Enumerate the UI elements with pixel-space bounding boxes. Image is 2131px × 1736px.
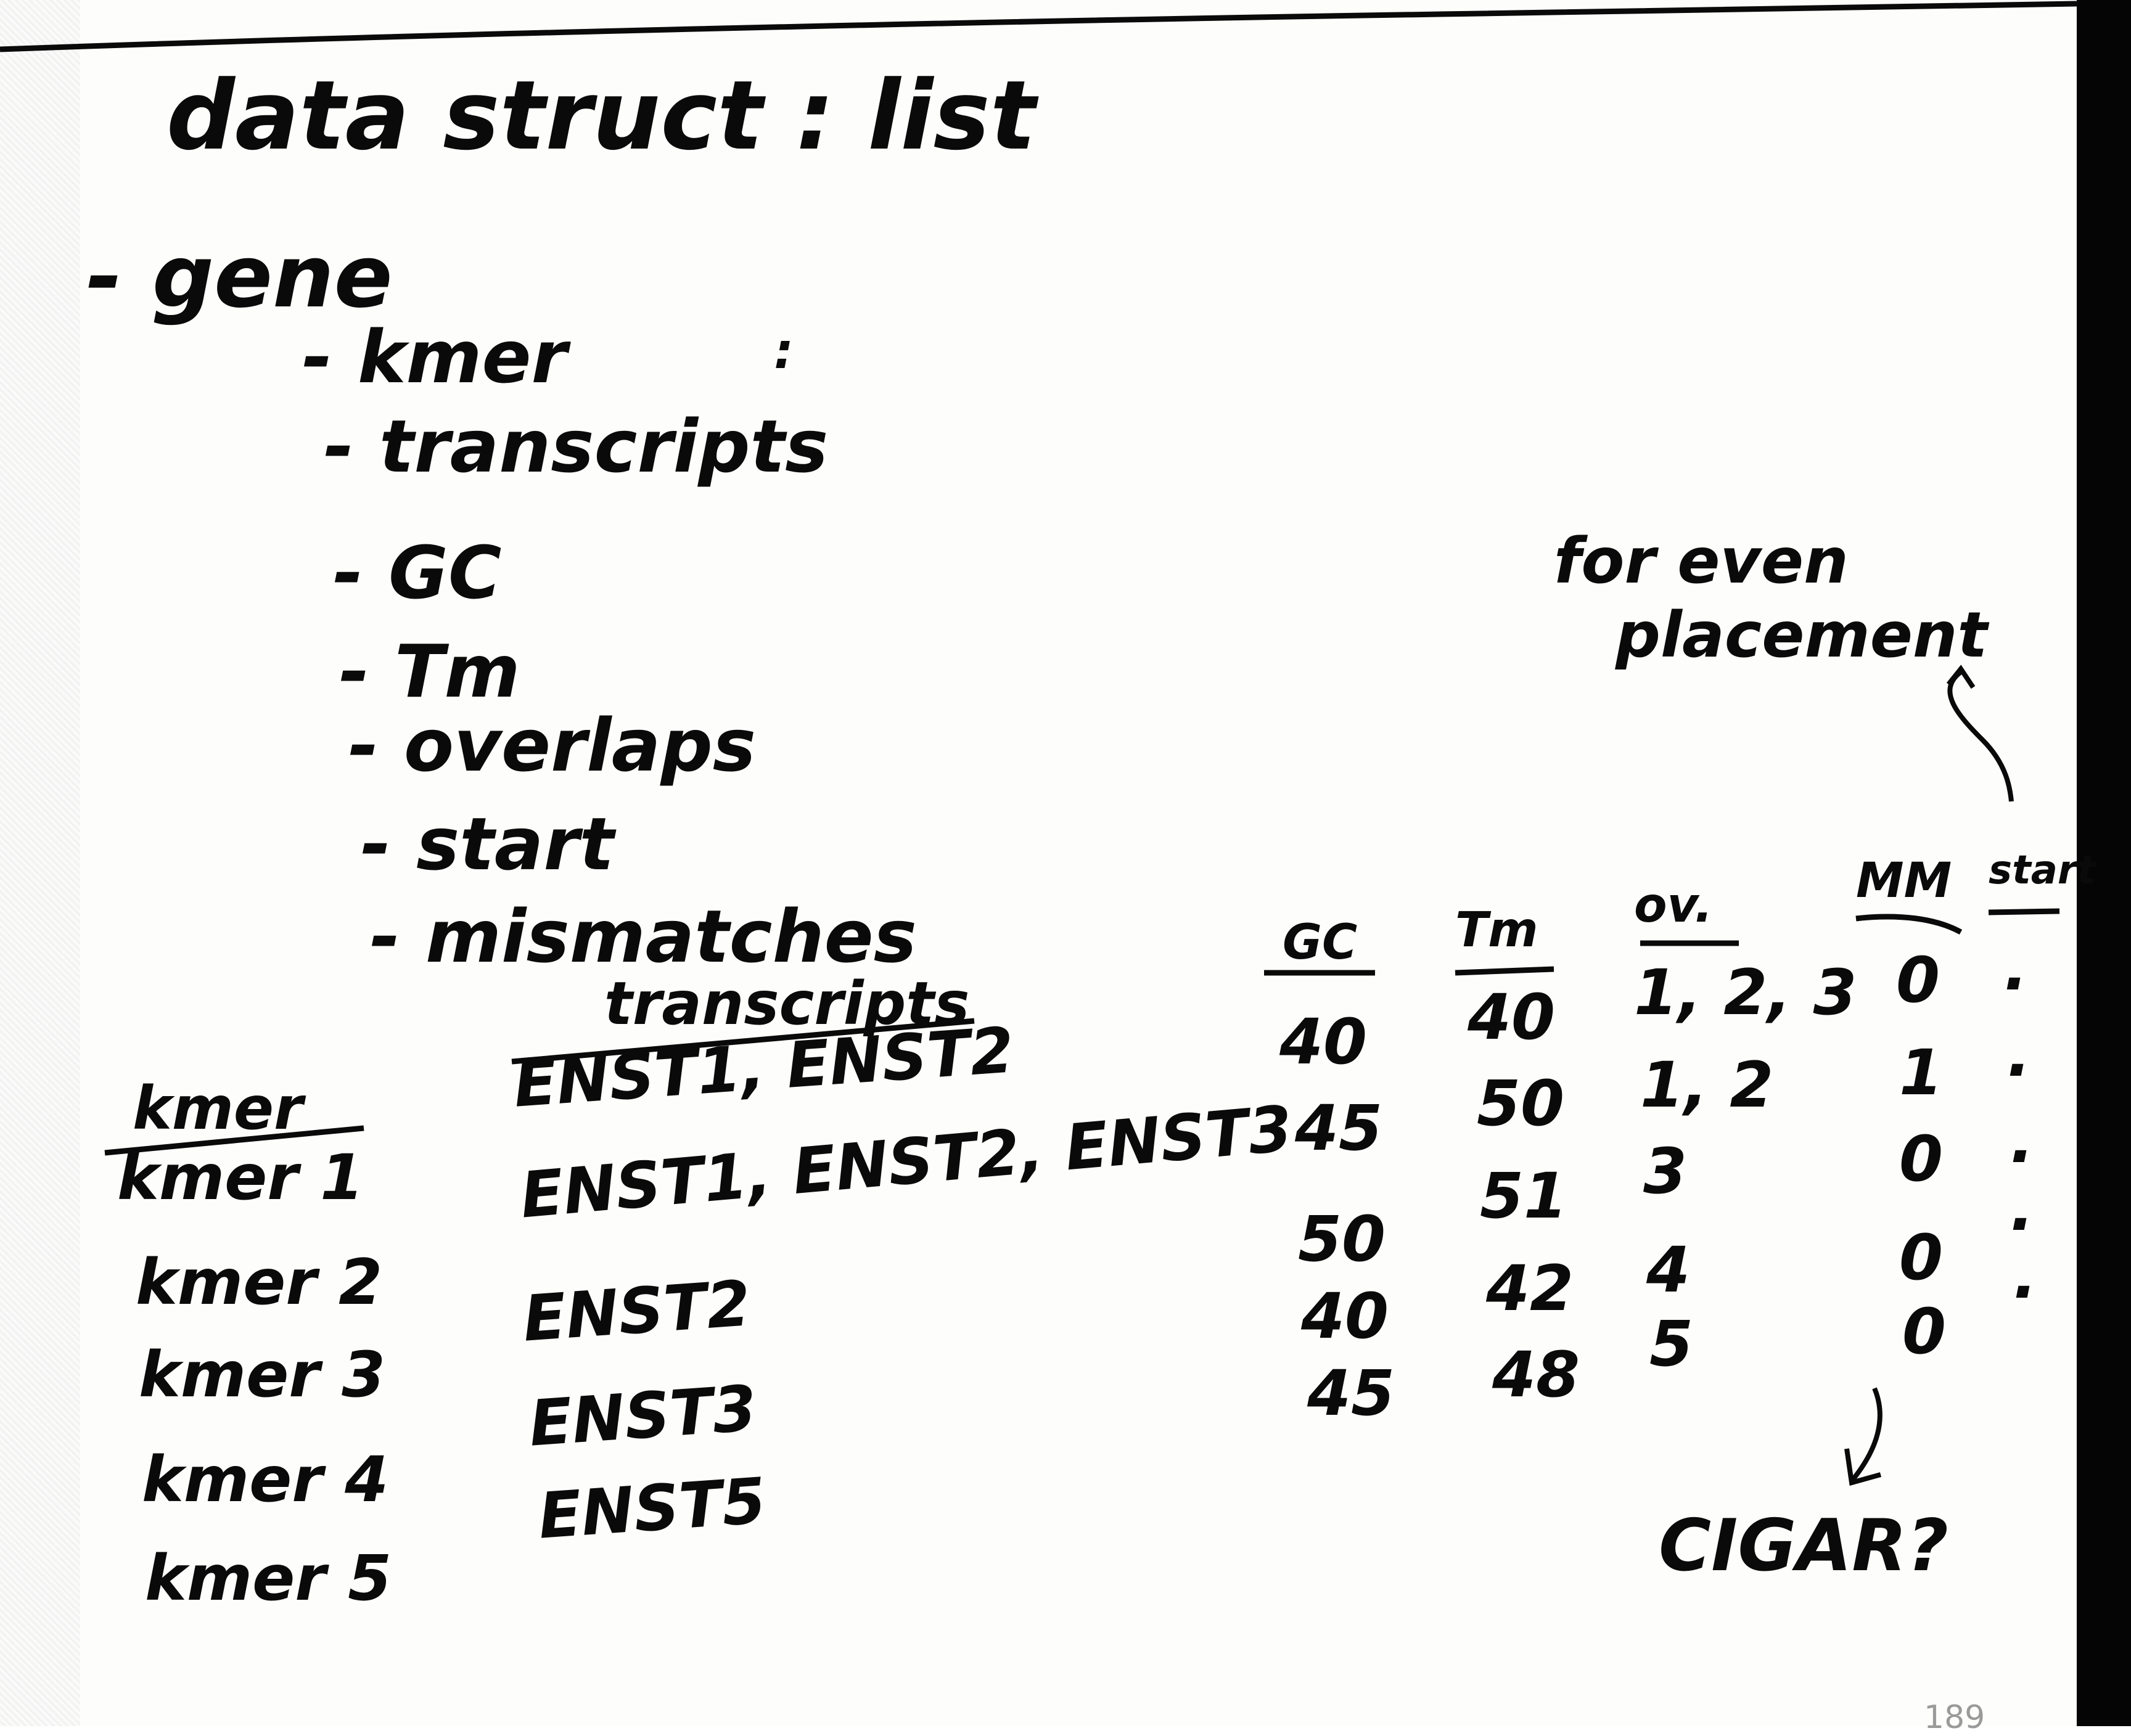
scan-noise-edge: [0, 0, 80, 1726]
mm-cell: 0: [1896, 944, 1940, 1017]
transcripts-cell: ENST3: [527, 1372, 759, 1461]
mm-cell: 0: [1899, 1123, 1943, 1196]
header-mm: MM: [1856, 853, 1952, 909]
outline-item-gc: - GC: [333, 530, 502, 615]
outline-gene: - gene: [86, 227, 393, 327]
header-transcripts: transcripts: [604, 969, 970, 1038]
header-start: start: [1989, 848, 2096, 893]
even-placement-line-2: placement: [1616, 599, 1988, 672]
start-cell: .: [2007, 1018, 2031, 1091]
transcripts-cell: ENST5: [536, 1464, 768, 1554]
page-number: 189: [1924, 1699, 1985, 1736]
transcripts-cell: ENST2: [520, 1267, 753, 1356]
start-cell: .: [2004, 931, 2028, 1005]
gc-cell: 45: [1307, 1357, 1395, 1430]
header-gc: GC: [1283, 915, 1358, 970]
scan-dark-edge: [2077, 0, 2131, 1726]
ov-cell: 1, 2, 3: [1634, 956, 1857, 1030]
ov-cell: 1, 2: [1640, 1049, 1774, 1122]
tm-cell: 40: [1468, 981, 1555, 1054]
tm-cell: 42: [1486, 1252, 1574, 1325]
page-top-border: [0, 1, 2077, 52]
tm-cell: 50: [1477, 1067, 1564, 1140]
start-cell: .: [2010, 1104, 2034, 1177]
start-header-underline: [1988, 908, 2060, 915]
kmer-cell: kmer 4: [142, 1443, 389, 1517]
ov-cell: 3: [1643, 1135, 1687, 1208]
mm-cell: 0: [1899, 1221, 1943, 1295]
placement-arrow-head: [1946, 665, 1976, 689]
ov-cell: 4: [1646, 1234, 1690, 1307]
start-cell: .: [2010, 1172, 2034, 1245]
gc-cell: 40: [1279, 1005, 1367, 1079]
page-title: data struct : list: [166, 60, 1036, 171]
transcripts-header-underline: [511, 1018, 975, 1065]
cigar-arrow: [1850, 1387, 1883, 1481]
outline-kmer-colon: :: [774, 322, 794, 380]
header-kmer: kmer: [133, 1074, 303, 1143]
mm-cell: 0: [1902, 1295, 1946, 1369]
kmer-cell: kmer 1: [117, 1141, 364, 1214]
kmer-cell: kmer 3: [139, 1338, 386, 1412]
gc-cell: 50: [1298, 1203, 1386, 1276]
outline-kmer: - kmer: [302, 314, 567, 399]
outline-item-mismatches: - mismatches: [370, 894, 917, 979]
outline-item-start: - start: [361, 801, 614, 886]
kmer-header-underline: [104, 1125, 364, 1156]
kmer-cell: kmer 5: [145, 1542, 392, 1615]
outline-item-transcripts: - transcripts: [324, 404, 829, 489]
start-cell: .: [2013, 1240, 2037, 1313]
gc-cell: 40: [1301, 1280, 1389, 1353]
kmer-cell: kmer 2: [136, 1246, 383, 1319]
mm-header-underline: [1855, 914, 1963, 935]
cigar-note: CIGAR?: [1659, 1504, 1948, 1587]
header-tm: Tm: [1455, 903, 1538, 958]
header-ov: ov.: [1634, 878, 1713, 933]
tm-cell: 48: [1492, 1338, 1580, 1412]
mm-cell: 1: [1899, 1036, 1943, 1110]
cigar-arrow-head: [1844, 1448, 1882, 1486]
tm-cell: 51: [1480, 1160, 1567, 1233]
placement-arrow: [1947, 669, 2014, 802]
outline-item-tm: - Tm: [339, 629, 520, 714]
tm-header-underline: [1455, 966, 1554, 976]
ov-cell: 5: [1649, 1308, 1693, 1381]
gc-cell: 45: [1295, 1092, 1382, 1165]
outline-item-overlaps: - overlaps: [348, 703, 757, 788]
even-placement-line-1: for even: [1554, 525, 1849, 598]
